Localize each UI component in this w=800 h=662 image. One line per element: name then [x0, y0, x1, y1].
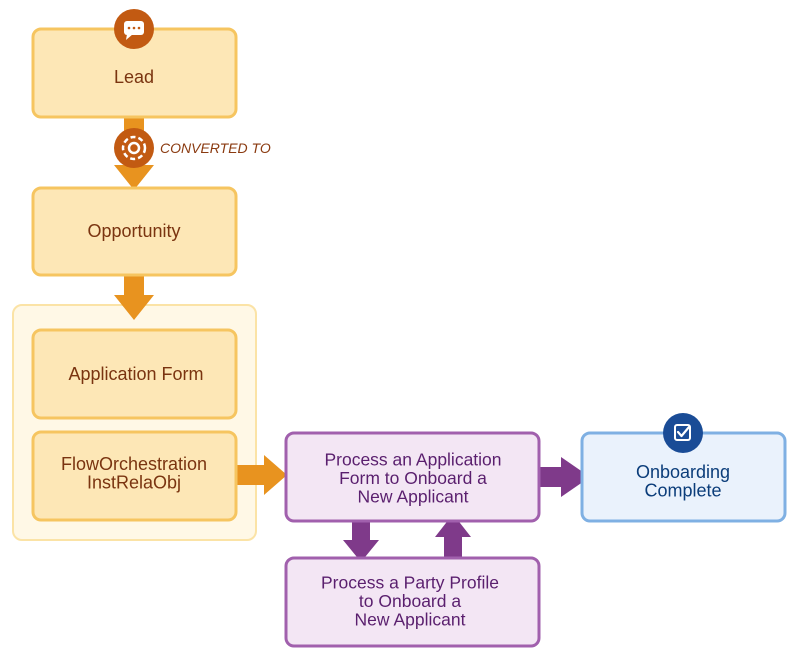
- arrow-process-down-to-party: [343, 520, 379, 562]
- checkbox-icon: [663, 413, 703, 453]
- convert-gear-icon: [114, 128, 154, 168]
- node-opportunity[interactable]: Opportunity: [31, 186, 238, 277]
- converted-to-label: CONVERTED TO: [160, 140, 271, 156]
- node-label-line: InstRelaObj: [87, 472, 181, 492]
- node-label-line: to Onboard a: [359, 591, 461, 611]
- node-label-line: Application Form: [68, 364, 203, 384]
- node-label-line: Lead: [114, 67, 154, 87]
- node-label-line: Opportunity: [87, 221, 180, 241]
- node-application-form[interactable]: Application Form: [31, 328, 238, 420]
- arrow-party-up-to-process: [435, 514, 471, 559]
- arrow-process-to-complete: [539, 457, 590, 497]
- arrow-flow-to-process: [236, 455, 287, 495]
- node-label-line: Process a Party Profile: [321, 572, 499, 592]
- node-label-line: Complete: [644, 480, 721, 500]
- chat-bubble-icon: [114, 9, 154, 49]
- node-label-line: New Applicant: [358, 486, 469, 506]
- node-label-line: Process an Application: [324, 449, 501, 469]
- node-label-line: New Applicant: [355, 609, 466, 629]
- node-opportunity-label: Opportunity: [87, 221, 180, 241]
- node-label-line: Onboarding: [636, 462, 730, 482]
- node-lead[interactable]: Lead: [31, 27, 238, 119]
- node-application-form-label: Application Form: [68, 364, 203, 384]
- arrow-opportunity-to-group: [114, 275, 154, 320]
- node-label-line: FlowOrchestration: [61, 454, 207, 474]
- node-lead-label: Lead: [114, 67, 154, 87]
- node-label-line: Form to Onboard a: [339, 468, 487, 488]
